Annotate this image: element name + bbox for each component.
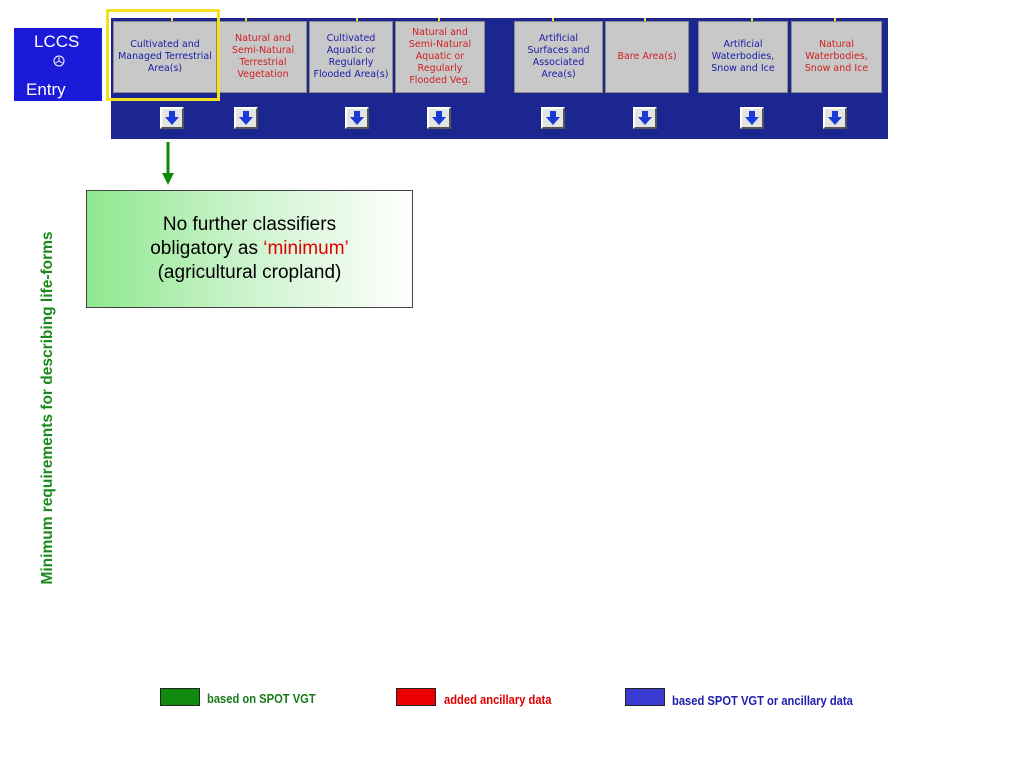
legend-label-blue: based SPOT VGT or ancillary data [672,693,853,708]
expand-arrow-button[interactable] [633,107,657,129]
button-natural-aquatic[interactable]: Natural and Semi-Natural Aquatic or Regu… [395,21,485,93]
expand-arrow-button[interactable] [427,107,451,129]
lccs-entry-box[interactable]: LCCS Entry [14,28,102,101]
arrow-down-icon [239,111,253,125]
button-cultivated-terrestrial[interactable]: Cultivated and Managed Terrestrial Area(… [113,21,217,93]
connector-tick [552,18,554,22]
expand-arrow-button[interactable] [160,107,184,129]
arrow-down-icon [828,111,842,125]
expand-arrow-button[interactable] [823,107,847,129]
connector-tick [438,18,440,22]
arrow-down-icon [165,111,179,125]
button-label: Natural Waterbodies, Snow and Ice [804,39,869,74]
arrow-down-icon [745,111,759,125]
connector-tick [644,18,646,22]
crosshair-icon [53,55,65,70]
result-line-3: (agricultural cropland) [157,262,342,283]
button-natural-waterbodies[interactable]: Natural Waterbodies, Snow and Ice [791,21,882,93]
button-natural-terrestrial[interactable]: Natural and Semi-Natural Terrestrial Veg… [219,21,307,93]
arrow-down-icon [638,111,652,125]
connector-tick [834,18,836,22]
connector-tick [171,18,173,22]
expand-arrow-button[interactable] [345,107,369,129]
result-line-2: obligatory as [150,238,264,259]
legend-swatch-red [396,688,436,706]
arrow-down-icon [350,111,364,125]
down-arrow-icon [162,142,174,185]
lccs-title: LCCS [34,32,80,51]
connector-tick [751,18,753,22]
button-label: Cultivated Aquatic or Regularly Flooded … [313,33,389,80]
expand-arrow-button[interactable] [234,107,258,129]
button-artificial-waterbodies[interactable]: Artificial Waterbodies, Snow and Ice [698,21,788,93]
button-cultivated-aquatic[interactable]: Cultivated Aquatic or Regularly Flooded … [309,21,393,93]
button-bare-areas[interactable]: Bare Area(s) [605,21,689,93]
arrow-down-icon [546,111,560,125]
arrow-down-icon [432,111,446,125]
button-label: Natural and Semi-Natural Aquatic or Regu… [408,27,472,86]
connector-tick [356,18,358,22]
result-text: No further classifiers obligatory as ‘mi… [150,213,349,285]
connector-tick [245,18,247,22]
selection-frame [106,9,220,101]
result-line-1: No further classifiers [162,214,337,235]
button-artificial-surfaces[interactable]: Artificial Surfaces and Associated Area(… [514,21,603,93]
side-label: Minimum requirements for describing life… [39,231,56,585]
button-label: Cultivated and Managed Terrestrial Area(… [118,39,212,74]
result-highlight: ‘minimum’ [263,238,349,259]
legend-label-green: based on SPOT VGT [207,691,316,706]
button-label: Artificial Waterbodies, Snow and Ice [711,39,775,74]
legend-swatch-green [160,688,200,706]
expand-arrow-button[interactable] [541,107,565,129]
lccs-entry-label: Entry [26,80,66,99]
legend-label-red: added ancillary data [444,692,552,707]
result-box: No further classifiers obligatory as ‘mi… [86,190,413,308]
button-label: Natural and Semi-Natural Terrestrial Veg… [231,33,295,80]
expand-arrow-button[interactable] [740,107,764,129]
button-label: Bare Area(s) [617,51,677,62]
legend-swatch-blue [625,688,665,706]
button-label: Artificial Surfaces and Associated Area(… [527,33,590,80]
